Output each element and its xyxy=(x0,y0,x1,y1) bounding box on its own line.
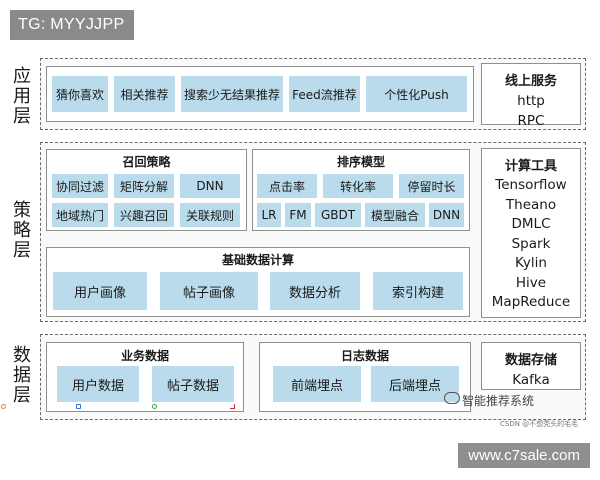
watermark-wechat-account: 智能推荐系统 xyxy=(462,394,535,408)
recall-title: 召回策略 xyxy=(122,155,171,169)
log-backend-tracking: 后端埋点 xyxy=(371,366,459,402)
online-service-panel: 线上服务 http RPC xyxy=(481,63,581,129)
layer-label-strategy: 策略层 xyxy=(10,200,31,260)
ranking-fm: FM xyxy=(285,203,311,227)
compute-user-profile: 用户画像 xyxy=(53,272,147,310)
ranking-title: 排序模型 xyxy=(336,155,385,169)
online-service-title: 线上服务 xyxy=(504,74,557,89)
tool-hive: Hive xyxy=(515,274,547,291)
tool-spark: Spark xyxy=(511,235,551,252)
recall-mf: 矩阵分解 xyxy=(114,174,174,198)
compute-post-profile: 帖子画像 xyxy=(160,272,258,310)
square-marker-blue xyxy=(76,404,81,409)
business-user-data: 用户数据 xyxy=(57,366,139,402)
ranking-cvr: 转化率 xyxy=(323,174,393,198)
ranking-gbdt: GBDT xyxy=(315,203,361,227)
tool-tensorflow: Tensorflow xyxy=(495,177,567,193)
log-frontend-tracking: 前端埋点 xyxy=(273,366,361,402)
source-tag: TG: MYYJJPP xyxy=(10,10,134,40)
corner-marker-red xyxy=(230,404,235,409)
ranking-dnn: DNN xyxy=(429,203,464,227)
online-service-http: http xyxy=(517,93,545,109)
log-data-title: 日志数据 xyxy=(340,349,389,363)
recall-geo-hot: 地域热门 xyxy=(52,203,108,227)
ranking-ctr: 点击率 xyxy=(257,174,317,198)
ranking-fusion: 模型融合 xyxy=(365,203,425,227)
data-storage-title: 数据存储 xyxy=(504,353,557,368)
tool-mapreduce: MapReduce xyxy=(491,294,571,310)
data-storage-panel: 数据存储 Kafka xyxy=(481,342,581,390)
tool-kylin: Kylin xyxy=(515,255,547,271)
compute-data-analysis: 数据分析 xyxy=(270,272,360,310)
layer-label-app: 应用层 xyxy=(10,66,31,126)
watermark-site: www.c7sale.com xyxy=(458,443,590,468)
recall-interest: 兴趣召回 xyxy=(114,203,174,227)
app-item-related: 相关推荐 xyxy=(114,76,175,112)
compute-tools-title: 计算工具 xyxy=(504,159,557,174)
compute-tools-panel: 计算工具 Tensorflow Theano DMLC Spark Kylin … xyxy=(481,148,581,318)
business-data-title: 业务数据 xyxy=(120,349,169,363)
recall-cf: 协同过滤 xyxy=(52,174,108,198)
recall-dnn: DNN xyxy=(180,174,240,198)
business-post-data: 帖子数据 xyxy=(152,366,234,402)
layer-label-data: 数据层 xyxy=(10,345,31,405)
app-item-guess-you-like: 猜你喜欢 xyxy=(52,76,108,112)
marker-dot xyxy=(1,404,6,409)
recall-assoc-rules: 关联规则 xyxy=(180,203,240,227)
app-item-push: 个性化Push xyxy=(366,76,467,112)
online-service-rpc: RPC xyxy=(517,112,545,129)
circle-marker-green xyxy=(152,404,157,409)
tool-dmlc: DMLC xyxy=(511,216,551,232)
tool-theano: Theano xyxy=(505,196,557,213)
basic-compute-title: 基础数据计算 xyxy=(221,253,294,267)
ranking-dwell-time: 停留时长 xyxy=(399,174,464,198)
watermark-csdn: CSDN @不想秃头的毛毛 xyxy=(500,420,579,428)
compute-index-build: 索引构建 xyxy=(373,272,463,310)
app-item-search-fallback: 搜索少无结果推荐 xyxy=(181,76,283,112)
storage-kafka: Kafka xyxy=(512,372,550,388)
wechat-icon xyxy=(444,392,460,404)
ranking-lr: LR xyxy=(257,203,281,227)
app-item-feed: Feed流推荐 xyxy=(289,76,360,112)
